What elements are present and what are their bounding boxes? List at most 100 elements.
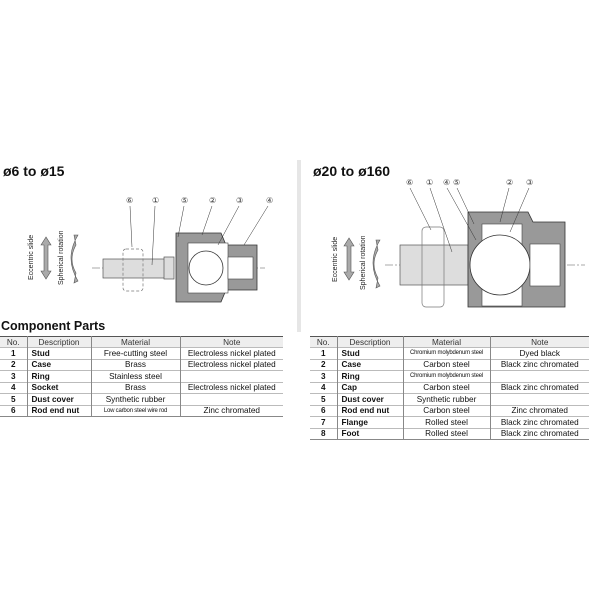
- cell-note: Zinc chromated: [489, 404, 589, 417]
- cell-note: [179, 370, 283, 382]
- cell-desc: Rod end nut: [26, 404, 91, 417]
- cell-desc: Foot: [336, 427, 403, 440]
- cell-material: Low carbon steel wire rod: [90, 404, 180, 417]
- cell-desc: Dust cover: [26, 393, 91, 405]
- cell-no: 2: [310, 358, 337, 371]
- col-note: Note: [489, 336, 589, 348]
- cell-desc: Stud: [336, 347, 403, 359]
- col-material: Material: [90, 336, 180, 348]
- cell-no: 6: [0, 404, 27, 417]
- cell-no: 4: [310, 381, 337, 394]
- cell-no: 6: [310, 404, 337, 417]
- cell-note: Electroless nickel plated: [179, 358, 283, 371]
- cell-no: 3: [0, 370, 27, 382]
- cell-no: 5: [310, 393, 337, 405]
- callout-4: ④: [443, 178, 450, 187]
- callout-1: ①: [152, 196, 159, 205]
- cell-note: Black zinc chromated: [489, 416, 589, 428]
- right-cross-section-drawing: Eccentric slide Spherical rotation ⑥ ① ④…: [332, 178, 585, 308]
- cell-no: 8: [310, 427, 337, 440]
- spherical-rotation-arrow-icon: [372, 239, 381, 289]
- callout-5: ⑤: [181, 196, 188, 205]
- cell-no: 7: [310, 416, 337, 428]
- callout-2: ②: [209, 196, 216, 205]
- cell-material: Rolled steel: [402, 416, 490, 428]
- col-no: No.: [310, 336, 337, 348]
- cell-note: Black zinc chromated: [489, 381, 589, 394]
- cell-material: Carbon steel: [402, 358, 490, 371]
- cell-material: Brass: [90, 358, 180, 371]
- cell-no: 2: [0, 358, 27, 371]
- cell-material: Carbon steel: [402, 404, 490, 417]
- callout-6: ⑥: [406, 178, 413, 187]
- cell-note: Electroless nickel plated: [179, 381, 283, 394]
- cell-desc: Case: [26, 358, 91, 371]
- callout-3: ③: [526, 178, 533, 187]
- left-drawing-title: ø6 to ø15: [3, 163, 65, 179]
- cell-note: Black zinc chromated: [489, 358, 589, 371]
- spherical-rotation-arrow-icon: [70, 234, 79, 284]
- col-note: Note: [179, 336, 283, 348]
- cell-desc: Dust cover: [336, 393, 403, 405]
- callout-2: ②: [506, 178, 513, 187]
- left-cross-section-drawing: Eccentric slide Spherical rotation ⑥ ① ⑤…: [28, 196, 273, 303]
- spherical-rotation-label: Spherical rotation: [360, 235, 367, 290]
- cell-material: Synthetic rubber: [402, 393, 490, 405]
- cell-note: [489, 393, 589, 405]
- col-no: No.: [0, 336, 27, 348]
- callout-6: ⑥: [126, 196, 133, 205]
- eccentric-slide-label: Eccentric slide: [28, 235, 35, 280]
- right-drawing-title: ø20 to ø160: [313, 163, 391, 179]
- cell-note: [489, 370, 589, 382]
- eccentric-slide-arrow-icon: [40, 236, 52, 280]
- cell-desc: Case: [336, 358, 403, 371]
- cell-desc: Socket: [26, 381, 91, 394]
- cell-material: Carbon steel: [402, 381, 490, 394]
- cell-no: 1: [310, 347, 337, 359]
- col-description: Description: [26, 336, 91, 348]
- cell-material: Brass: [90, 381, 180, 394]
- cell-desc: Ring: [336, 370, 403, 382]
- cell-note: Black zinc chromated: [489, 427, 589, 440]
- cell-note: Dyed black: [489, 347, 589, 359]
- separator: [297, 160, 301, 332]
- cell-material: Chromium molybdenum steel: [402, 347, 490, 359]
- component-parts-heading: Component Parts: [1, 319, 106, 333]
- cell-desc: Rod end nut: [336, 404, 403, 417]
- col-description: Description: [336, 336, 403, 348]
- cell-desc: Flange: [336, 416, 403, 428]
- cell-note: [179, 393, 283, 405]
- cell-no: 4: [0, 381, 27, 394]
- cell-note: Electroless nickel plated: [179, 347, 283, 359]
- cell-desc: Ring: [26, 370, 91, 382]
- cell-material: Chromium molybdenum steel: [402, 370, 490, 382]
- eccentric-slide-label: Eccentric slide: [332, 237, 339, 282]
- cell-note: Zinc chromated: [179, 404, 283, 417]
- eccentric-slide-arrow-icon: [343, 237, 355, 281]
- cell-desc: Stud: [26, 347, 91, 359]
- cell-no: 5: [0, 393, 27, 405]
- cell-material: Synthetic rubber: [90, 393, 180, 405]
- callout-5: ⑤: [453, 178, 460, 187]
- cell-material: Rolled steel: [402, 427, 490, 440]
- callout-3: ③: [236, 196, 243, 205]
- spherical-rotation-label: Spherical rotation: [58, 230, 65, 285]
- callout-4: ④: [266, 196, 273, 205]
- cell-material: Free-cutting steel: [90, 347, 180, 359]
- cell-no: 1: [0, 347, 27, 359]
